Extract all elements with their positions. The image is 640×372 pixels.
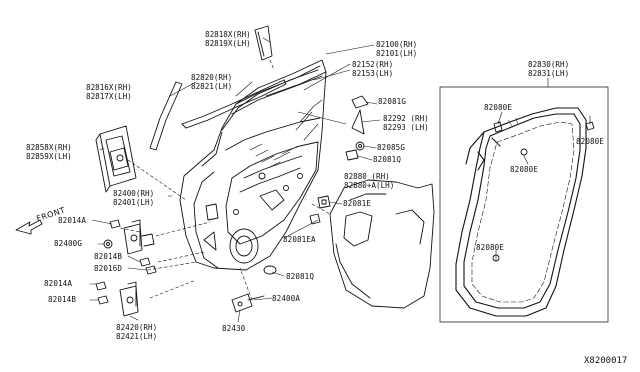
part-number-82817x: 82817X(LH): [86, 92, 132, 101]
part-number-82880a: 82880+A(LH): [344, 181, 395, 190]
front-arrow-icon: [15, 219, 43, 235]
callout-82820: 82820(RH) 82821(LH): [191, 73, 232, 91]
part-number-82153: 82153(LH): [352, 69, 394, 78]
sash-strip: [254, 25, 273, 61]
seal-leaders: [495, 111, 591, 261]
inside-handle-escutcheon: [95, 125, 137, 193]
callout-82080e-lower: 82080E: [476, 243, 505, 252]
clip-82085g: [355, 141, 365, 151]
callout-82818x: 82818X(RH) 82819X(LH): [205, 30, 251, 48]
diagram-id: X8200017: [584, 356, 628, 366]
part-number-82293: 82293 (LH): [383, 123, 429, 132]
part-number-82831: 82831(LH): [528, 69, 570, 78]
part-number-82858x: 82858X(RH): [26, 143, 72, 152]
hinge-upper: [123, 219, 155, 255]
part-number-82101: 82101(LH): [376, 49, 418, 58]
moulding-strip: [181, 79, 287, 129]
callout-82081q-upper: 82081Q: [373, 155, 402, 164]
callout-82400a: 82400A: [272, 294, 301, 303]
plug-82081q-top: [345, 149, 359, 161]
part-number-82292: 82292 (RH): [383, 114, 429, 123]
callout-82014a-upper: 82014A: [58, 216, 87, 225]
weatherstrip-outer: [149, 81, 183, 151]
callout-82080e-middle: 82080E: [510, 165, 539, 174]
part-number-82100: 82100(RH): [376, 40, 418, 49]
bolt-82014a-lower: [95, 281, 107, 291]
callout-82400: 82400(RH) 82401(LH): [113, 189, 154, 207]
callout-82081e: 82081E: [343, 199, 372, 208]
part-number-82400: 82400(RH): [113, 189, 155, 198]
clip-82081ea: [309, 213, 321, 225]
part-number-82420: 82420(RH): [116, 323, 158, 332]
callout-82292: 82292 (RH) 82293 (LH): [383, 114, 429, 132]
part-number-82818x: 82818X(RH): [205, 30, 251, 39]
callout-82816x: 82816X(RH) 82817X(LH): [86, 83, 132, 101]
callout-82152: 82152(RH) 82153(LH): [352, 60, 393, 78]
plug-82081q-lower: [263, 265, 277, 275]
callout-82858x: 82858X(RH) 82859X(LH): [26, 143, 72, 161]
callout-82081ea: 82081EA: [283, 235, 316, 244]
callout-82014b-lower: 82014B: [48, 295, 77, 304]
bolt-82014b-upper: [139, 257, 151, 267]
part-number-82819x: 82819X(LH): [205, 39, 251, 48]
callout-82880: 82880 (RH) 82880+A(LH): [344, 172, 394, 190]
door-glass: [231, 65, 327, 115]
callout-82080e-top-left: 82080E: [484, 103, 513, 112]
bolt-82014b-lower: [97, 295, 109, 305]
callout-82400g: 82400G: [54, 239, 83, 248]
part-number-82830: 82830(RH): [528, 60, 570, 69]
door-weatherstrip-seal: [455, 107, 587, 317]
callout-82420: 82420(RH) 82421(LH): [116, 323, 157, 341]
stop-82016d: [145, 265, 157, 275]
fastener-82081g: [351, 95, 369, 109]
part-number-82859x: 82859X(LH): [26, 152, 72, 161]
hinge-lower: [119, 281, 139, 317]
nut-82400g: [103, 239, 113, 249]
door-finisher-panel: [329, 179, 435, 309]
callout-82830: 82830(RH) 82831(LH): [528, 60, 569, 78]
part-number-82421: 82421(LH): [116, 332, 158, 341]
clip-82081e: [317, 195, 331, 209]
bolt-82014a-upper: [109, 219, 121, 229]
callout-82080e-right: 82080E: [576, 137, 605, 146]
door-check-link: [231, 293, 265, 313]
part-number-82816x: 82816X(RH): [86, 83, 132, 92]
part-number-82880: 82880 (RH): [344, 172, 390, 181]
leader-dash-lines: [119, 59, 331, 301]
callout-82081q-lower: 82081Q: [286, 272, 315, 281]
callout-82100: 82100(RH) 82101(LH): [376, 40, 417, 58]
callout-82085g: 82085G: [377, 143, 406, 152]
callout-82081g: 82081G: [378, 97, 407, 106]
leader-lines: [89, 37, 381, 323]
callout-82014b-upper: 82014B: [94, 252, 123, 261]
part-number-82152: 82152(RH): [352, 60, 394, 69]
part-number-82821: 82821(LH): [191, 82, 233, 91]
callout-82016d: 82016D: [94, 264, 123, 273]
seal-clips: [492, 117, 595, 262]
part-number-82820: 82820(RH): [191, 73, 233, 82]
part-number-82401: 82401(LH): [113, 198, 155, 207]
callout-82430: 82430: [222, 324, 246, 333]
weatherstrip-frame: [439, 86, 609, 323]
callout-82014a-lower: 82014A: [44, 279, 73, 288]
